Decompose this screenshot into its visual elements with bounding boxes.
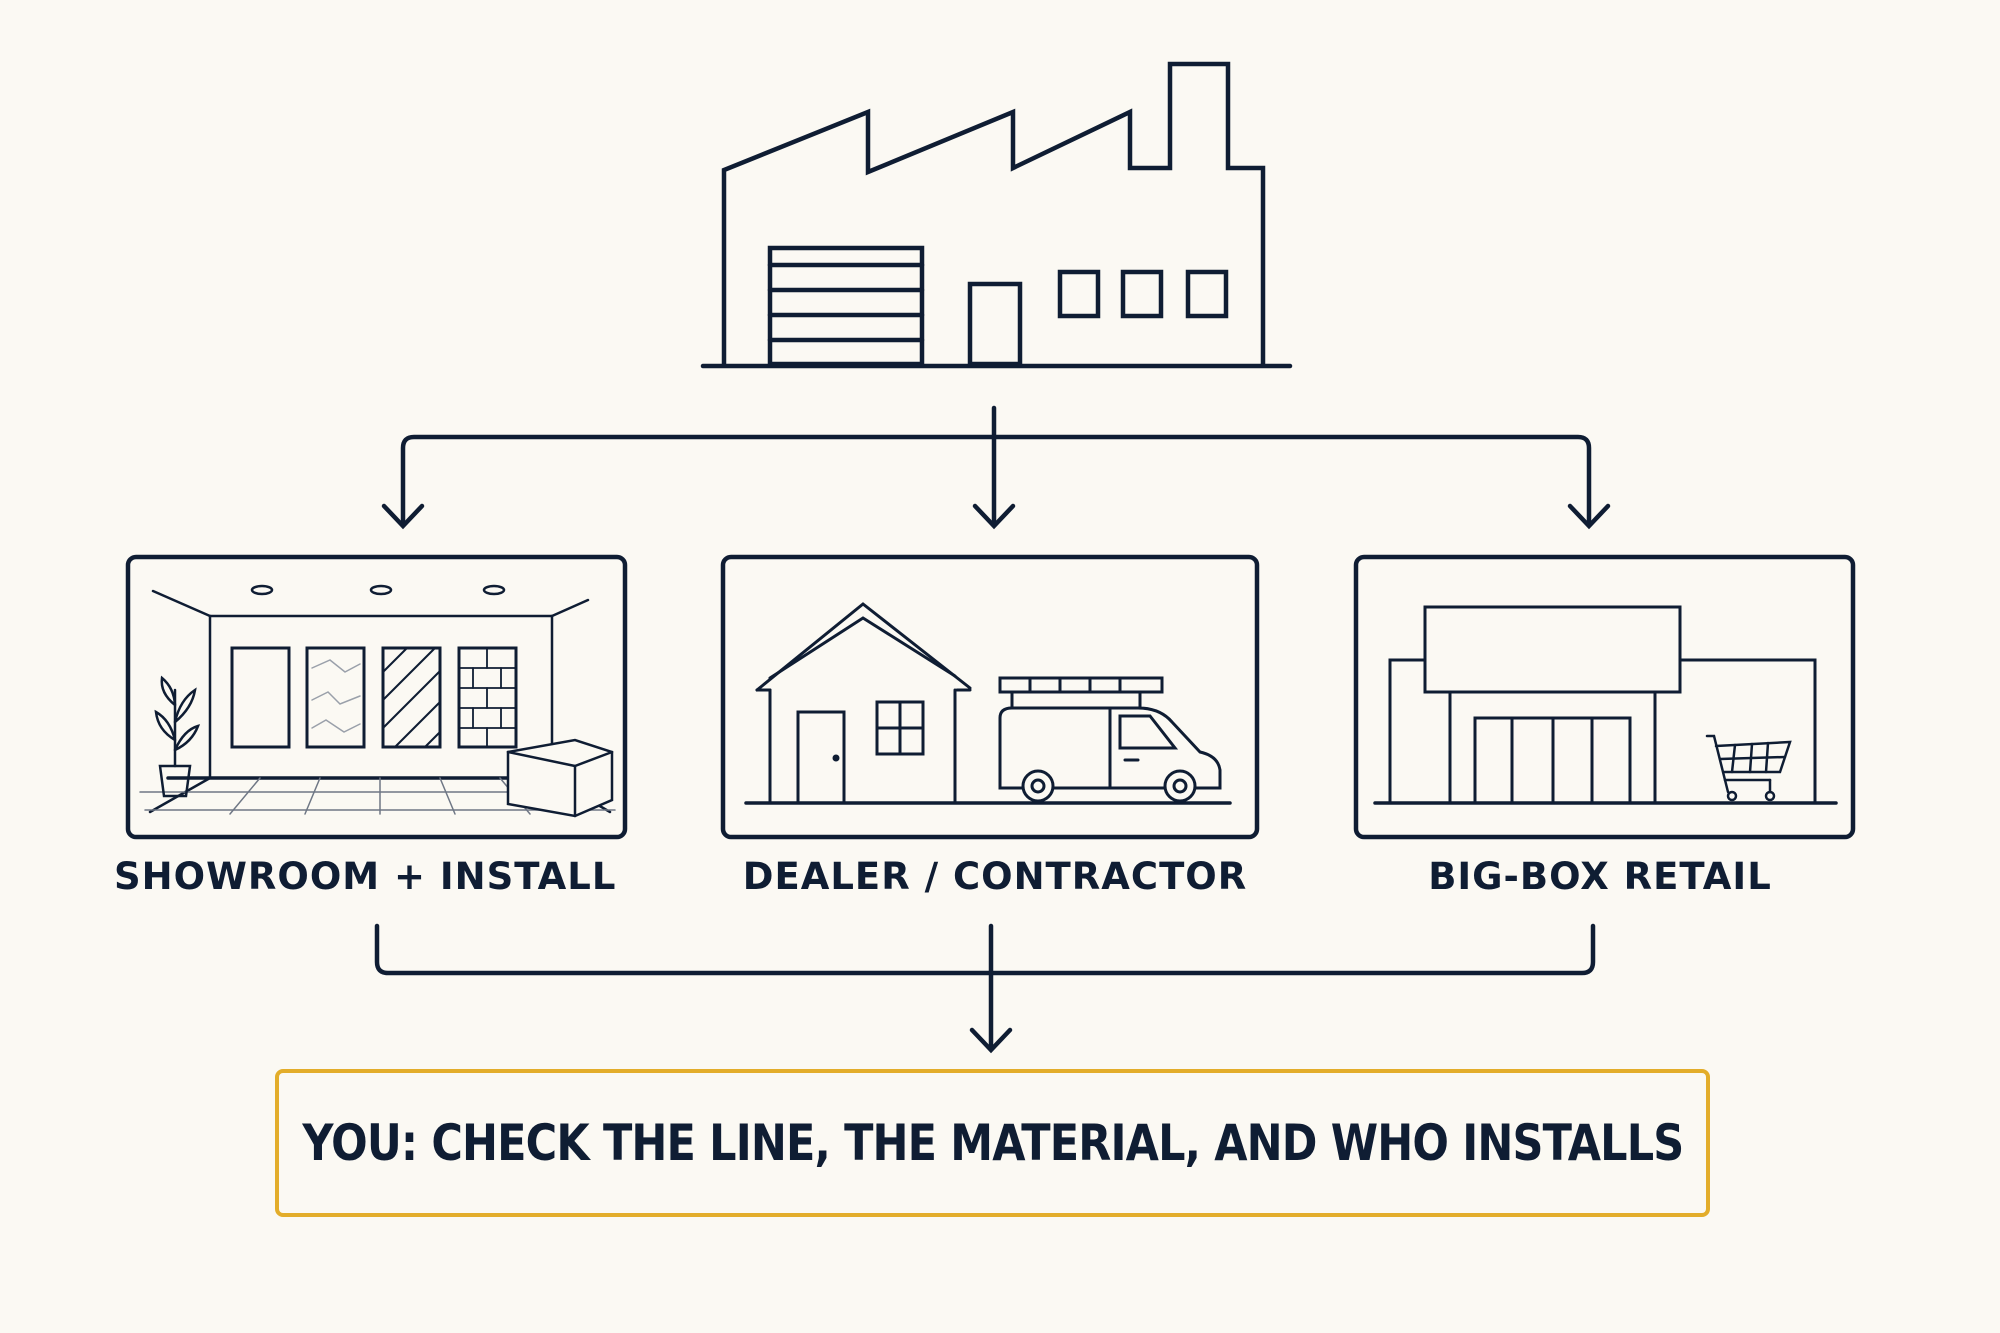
split-connector: [381, 405, 1611, 530]
store-with-cart-icon: [1373, 605, 1838, 805]
channel-label-bigbox: BIG-BOX RETAIL: [1428, 855, 1772, 898]
panel-dealer: [720, 554, 1260, 840]
showroom-icon: [139, 584, 616, 818]
channel-label-showroom: SHOWROOM + INSTALL: [114, 855, 617, 898]
panel-showroom: [125, 554, 628, 840]
arrow-down-icon: [972, 503, 1016, 530]
arrow-down-icon: [969, 1027, 1013, 1054]
factory-icon: [700, 61, 1293, 369]
arrow-down-icon: [1567, 503, 1611, 530]
merge-connector: [374, 923, 1596, 1054]
house-and-van-icon: [744, 602, 1232, 805]
channel-label-dealer: DEALER / CONTRACTOR: [742, 855, 1248, 898]
callout-text: YOU: CHECK THE LINE, THE MATERIAL, AND W…: [302, 1114, 1684, 1172]
callout-box: YOU: CHECK THE LINE, THE MATERIAL, AND W…: [275, 1069, 1710, 1217]
panel-bigbox: [1353, 554, 1856, 840]
arrow-down-icon: [381, 503, 425, 530]
